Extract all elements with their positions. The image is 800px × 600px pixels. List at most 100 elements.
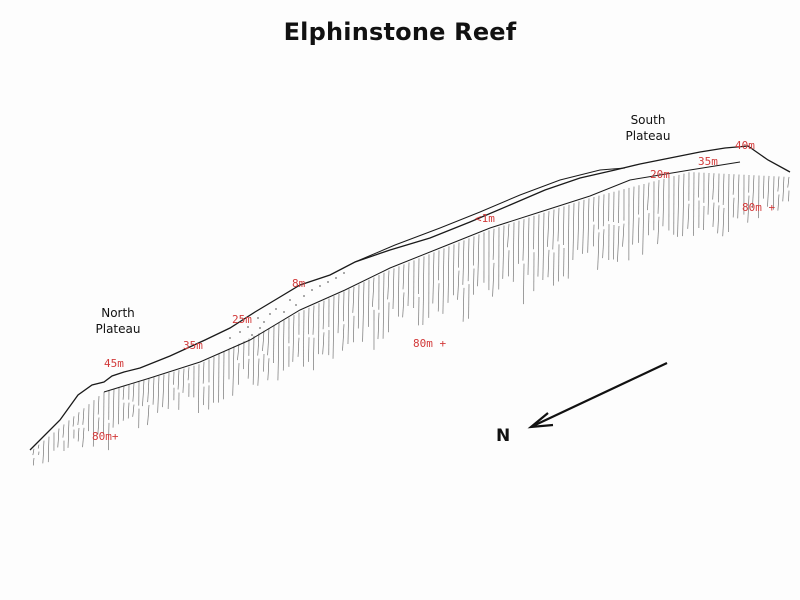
hatch-stroke xyxy=(722,173,725,205)
hatch-stroke xyxy=(132,383,135,402)
hatch-stroke xyxy=(442,248,445,314)
hatch-stroke xyxy=(587,198,590,253)
hatch-stroke xyxy=(522,219,525,261)
hatch-stroke xyxy=(387,270,390,300)
hatch-stroke xyxy=(162,374,165,408)
hatch-stroke xyxy=(267,358,270,381)
depth-north-plateau: 45m xyxy=(104,357,124,370)
hatch-stroke xyxy=(777,176,780,192)
hatch-stroke xyxy=(453,244,455,296)
hatch-stroke xyxy=(157,375,160,413)
hatch-stroke xyxy=(122,402,125,421)
hatch-stroke xyxy=(97,396,100,415)
hatch-stroke xyxy=(257,358,260,386)
hatch-stroke xyxy=(492,228,495,260)
hatch-stroke xyxy=(592,196,595,222)
hatch-stroke xyxy=(237,363,240,385)
hatch-stroke xyxy=(213,356,215,403)
hatch-stroke xyxy=(638,217,640,243)
hatch-stroke xyxy=(787,176,790,188)
hatch-stroke xyxy=(177,370,180,390)
hatch-stroke xyxy=(502,225,505,279)
reef-surface-line xyxy=(354,167,626,263)
hatch-stroke xyxy=(77,412,80,426)
depth-reef-top: <1m xyxy=(475,212,495,225)
hatch-stroke xyxy=(252,335,255,385)
hatch-stroke xyxy=(737,174,740,219)
hatch-stroke xyxy=(82,427,85,448)
depth-south-20: 20m xyxy=(650,168,670,181)
depth-ridge-8: 8m xyxy=(292,277,306,290)
hatch-stroke xyxy=(313,337,315,371)
hatch-stroke xyxy=(57,428,60,448)
hatch-stroke xyxy=(617,225,620,262)
hatch-stroke xyxy=(582,199,585,254)
depth-south-35: 35m xyxy=(698,155,718,168)
depth-north-step: 35m xyxy=(183,339,203,352)
hatch-stroke xyxy=(357,284,360,329)
hatch-stroke xyxy=(77,427,80,442)
hatch-stroke xyxy=(247,358,250,379)
hatch-stroke xyxy=(337,293,340,334)
north-plateau-line-1: North xyxy=(101,306,135,320)
hatch-stroke xyxy=(297,337,300,357)
depth-south-base: 80m + xyxy=(742,201,776,214)
hatch-stroke xyxy=(732,174,735,195)
hatch-stroke xyxy=(142,380,145,407)
hatch-stroke xyxy=(277,322,280,381)
hatch-stroke xyxy=(303,310,305,367)
depth-south-40: 40m xyxy=(735,139,755,152)
hatch-stroke xyxy=(597,195,600,230)
north-plateau-label: North Plateau xyxy=(88,305,148,337)
south-plateau-line-1: South xyxy=(630,113,666,127)
hatch-stroke xyxy=(473,236,475,266)
hatch-stroke xyxy=(407,262,410,306)
hatch-stroke xyxy=(92,400,95,447)
hatch-stroke xyxy=(647,182,650,211)
hatch-stroke xyxy=(622,223,625,247)
hatch-stroke xyxy=(507,223,510,248)
hatch-stroke xyxy=(567,204,570,279)
north-plateau-line-2: Plateau xyxy=(95,322,141,336)
hatch-stroke xyxy=(353,315,355,343)
hatch-stroke xyxy=(322,300,325,330)
hatch-stroke xyxy=(152,377,155,405)
reef-lower-edge xyxy=(103,161,741,393)
hatch-stroke xyxy=(397,266,400,317)
stipple-areas xyxy=(229,272,345,339)
hatch-stroke xyxy=(347,289,350,344)
hatch-stroke xyxy=(542,212,545,281)
hatch-stroke xyxy=(712,202,715,227)
hatch-stroke xyxy=(237,343,240,361)
hatch-stroke xyxy=(342,324,345,351)
depth-north-base: 80m+ xyxy=(92,430,119,443)
hatch-stroke xyxy=(657,216,660,245)
hatch-stroke xyxy=(32,448,35,456)
hatch-stroke xyxy=(773,176,775,210)
hatch-stroke xyxy=(402,264,405,290)
hatch-stroke xyxy=(512,222,515,282)
hatch-stroke xyxy=(547,249,550,278)
hatch-stroke xyxy=(457,270,460,300)
south-plateau-label: South Plateau xyxy=(618,112,678,144)
hatch-stroke xyxy=(537,214,540,277)
hatch-stroke xyxy=(547,211,550,247)
hatch-stroke xyxy=(147,405,150,426)
hatch-stroke xyxy=(132,404,135,417)
hatch-stroke xyxy=(462,240,465,285)
hatch-stroke xyxy=(642,183,645,255)
hatch-stroke xyxy=(597,232,600,270)
hatch-stroke xyxy=(777,194,780,211)
hatch-stroke xyxy=(62,424,65,438)
hatch-stroke xyxy=(108,422,110,451)
hatch-stroke xyxy=(322,332,325,355)
hatch-stroke xyxy=(282,320,285,371)
hatch-stroke xyxy=(372,277,375,307)
hatch-stroke xyxy=(687,203,690,229)
reef-top-outline xyxy=(29,145,791,451)
hatch-stroke xyxy=(243,341,245,370)
hatch-stroke xyxy=(82,408,85,425)
hatch-stroke xyxy=(552,209,555,250)
hatch-stroke xyxy=(577,201,580,250)
